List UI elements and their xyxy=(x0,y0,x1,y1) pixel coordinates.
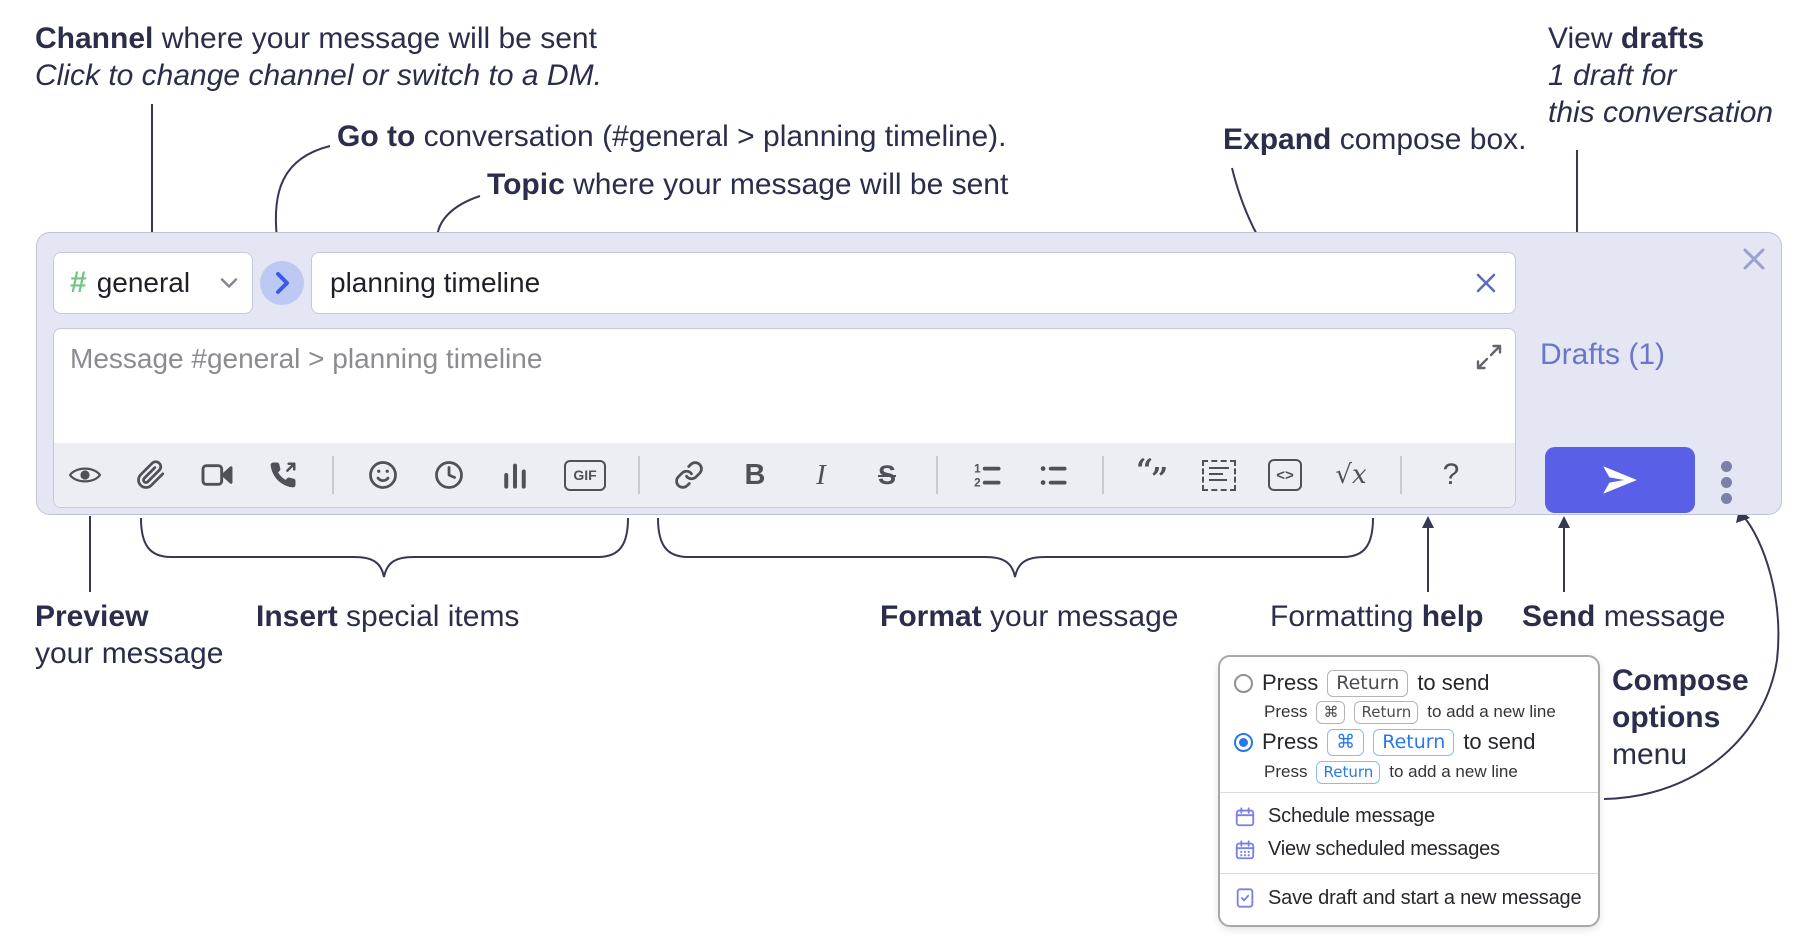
voice-call-icon[interactable] xyxy=(266,458,300,492)
svg-text:2: 2 xyxy=(974,477,981,489)
code-icon[interactable]: <> xyxy=(1268,458,1302,492)
radio-selected-icon[interactable] xyxy=(1234,732,1253,752)
enter-sends-option[interactable]: Press Return to send xyxy=(1234,667,1584,699)
toolbar-divider xyxy=(332,456,334,494)
math-icon[interactable]: √x xyxy=(1335,460,1367,490)
time-icon[interactable] xyxy=(432,458,466,492)
preview-eye-icon[interactable] xyxy=(68,458,102,492)
return-key: Return xyxy=(1327,669,1409,697)
chevron-right-icon xyxy=(276,272,289,294)
expand-compose-icon[interactable] xyxy=(1475,343,1503,371)
hash-icon: # xyxy=(70,266,87,299)
compose-toolbar: GIF B I S xyxy=(54,443,1515,507)
draft-check-icon xyxy=(1236,888,1254,908)
menu-item-view-scheduled[interactable]: View scheduled messages xyxy=(1234,833,1584,866)
go-to-conversation-button[interactable] xyxy=(260,261,304,305)
annotation-insert: Insert special items xyxy=(256,600,520,633)
close-compose-icon[interactable] xyxy=(1738,243,1770,275)
annotation-goto: Go to conversation (#general > planning … xyxy=(337,120,1007,153)
calendar-icon xyxy=(1235,806,1255,826)
annotation-view-drafts: View drafts 1 draft for this conversatio… xyxy=(1548,22,1774,129)
cmd-key: ⌘ xyxy=(1316,700,1346,724)
channel-name: general xyxy=(96,267,191,298)
menu-divider xyxy=(1220,792,1598,793)
cmd-key: ⌘ xyxy=(1327,728,1365,756)
link-icon[interactable] xyxy=(672,458,706,492)
drafts-link[interactable]: Drafts (1) xyxy=(1540,338,1666,371)
channel-selector[interactable]: # general xyxy=(53,252,253,314)
topic-input[interactable]: planning timeline xyxy=(311,252,1516,314)
toolbar-divider xyxy=(638,456,640,494)
topic-value: planning timeline xyxy=(330,267,541,298)
annotation-channel: Channel where your message will be sent … xyxy=(35,22,602,92)
attach-file-icon[interactable] xyxy=(134,458,168,492)
toolbar-divider xyxy=(1102,456,1104,494)
clear-topic-icon[interactable] xyxy=(1473,270,1499,296)
return-key: Return xyxy=(1373,728,1455,756)
poll-icon[interactable] xyxy=(498,458,532,492)
message-panel: Message #general > planning timeline xyxy=(53,328,1516,508)
send-button[interactable] xyxy=(1545,447,1695,513)
quote-icon[interactable]: “ ” xyxy=(1136,453,1169,497)
toolbar-divider xyxy=(936,456,938,494)
help-icon[interactable]: ? xyxy=(1442,458,1460,491)
toolbar-divider xyxy=(1400,456,1402,494)
chevron-down-icon xyxy=(220,278,238,288)
radio-unselected-icon[interactable] xyxy=(1234,673,1253,693)
compose-box: # general planning timeline Message #gen… xyxy=(36,232,1782,515)
return-key: Return xyxy=(1316,760,1381,784)
menu-divider xyxy=(1220,873,1598,874)
annotation-format: Format your message xyxy=(880,600,1179,633)
compose-options-menu: Press Return to send Press ⌘ Return to a… xyxy=(1218,655,1600,927)
numbered-list-icon[interactable]: 1 2 xyxy=(970,458,1004,492)
annotation-preview: Preview your message xyxy=(35,600,224,670)
return-key: Return xyxy=(1354,700,1419,724)
annotation-formatting-help: Formatting help xyxy=(1270,600,1484,633)
enter-sends-subtext: Press ⌘ Return to add a new line xyxy=(1234,699,1584,725)
send-plane-icon xyxy=(1603,466,1637,494)
message-placeholder: Message #general > planning timeline xyxy=(70,343,543,374)
strikethrough-icon[interactable]: S xyxy=(877,459,896,490)
video-call-icon[interactable] xyxy=(200,458,234,492)
menu-item-save-draft[interactable]: Save draft and start a new message xyxy=(1234,881,1584,915)
annotation-topic: Topic where your message will be sent xyxy=(487,168,1009,201)
annotation-send-message: Send message xyxy=(1522,600,1726,633)
annotation-compose-options: Compose options menu xyxy=(1612,664,1749,771)
compose-options-button[interactable] xyxy=(1721,461,1732,504)
bold-icon[interactable]: B xyxy=(744,458,766,491)
message-input[interactable]: Message #general > planning timeline xyxy=(54,329,1515,443)
emoji-icon[interactable] xyxy=(366,458,400,492)
cmd-enter-sends-option[interactable]: Press ⌘ Return to send xyxy=(1234,725,1584,759)
spoiler-icon[interactable] xyxy=(1202,458,1236,492)
bulleted-list-icon[interactable] xyxy=(1036,458,1070,492)
cmd-enter-sends-subtext: Press Return to add a new line xyxy=(1234,759,1584,785)
svg-text:1: 1 xyxy=(974,463,981,476)
gif-icon[interactable]: GIF xyxy=(564,458,606,492)
italic-icon[interactable]: I xyxy=(816,458,826,491)
calendar-list-icon xyxy=(1235,839,1255,859)
annotation-expand: Expand compose box. xyxy=(1223,123,1527,156)
menu-item-schedule-message[interactable]: Schedule message xyxy=(1234,800,1584,833)
